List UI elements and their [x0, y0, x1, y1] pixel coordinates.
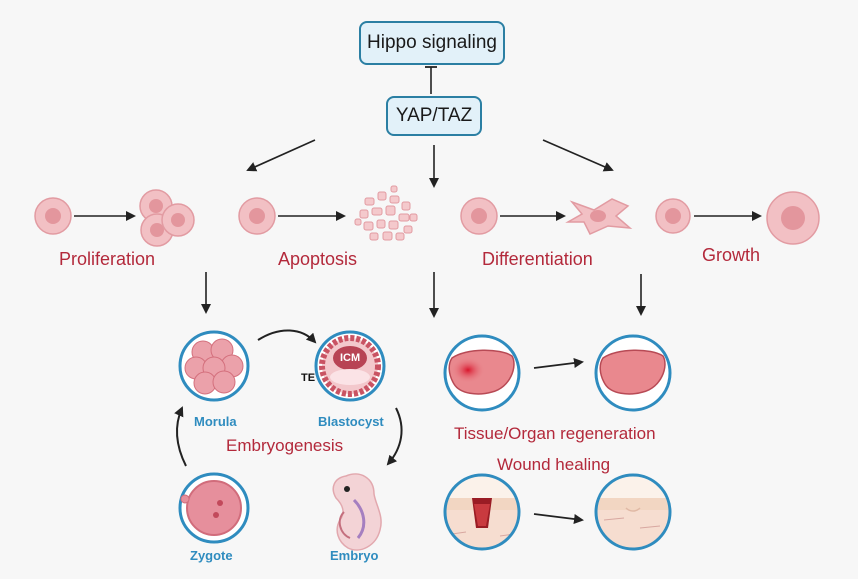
- blastocyst-icon: [314, 330, 386, 402]
- regenerated-liver-icon: [594, 334, 672, 412]
- icm-label: ICM: [340, 352, 361, 364]
- embryogenesis-label: Embryogenesis: [226, 436, 344, 455]
- zygote-icon: [178, 472, 250, 544]
- growth-cell-icon: [655, 198, 691, 234]
- yaptaz-label: YAP/TAZ: [395, 105, 473, 126]
- differentiation-label: Differentiation: [482, 249, 593, 269]
- healed-skin-icon: [594, 473, 672, 551]
- arrow-wound-healing: [533, 513, 584, 524]
- grown-cell-icon: [766, 191, 820, 245]
- zygote-label: Zygote: [190, 548, 233, 563]
- arrow-to-proliferation: [246, 139, 316, 172]
- arrow-to-differentiation: [542, 139, 614, 172]
- te-label: TE: [301, 372, 316, 384]
- morula-label: Morula: [194, 414, 237, 429]
- morula-icon: [178, 330, 250, 402]
- wound-healing-label: Wound healing: [497, 455, 611, 474]
- dividing-cells-icon: [139, 189, 195, 247]
- arrow-morula-to-blastocyst: [257, 329, 317, 344]
- differentiated-cell-icon: [565, 198, 633, 235]
- growth-label: Growth: [702, 245, 761, 265]
- inhibition-link: [425, 66, 437, 94]
- tissue-regeneration-label: Tissue/Organ regeneration: [454, 424, 656, 443]
- apoptosis-label: Apoptosis: [278, 249, 358, 269]
- apoptosis-cell-icon: [238, 197, 276, 235]
- differentiation-cell-icon: [460, 197, 498, 235]
- proliferation-cell-icon: [34, 197, 72, 235]
- injured-liver-icon: [443, 334, 521, 412]
- proliferation-label: Proliferation: [59, 249, 156, 269]
- apoptotic-bodies-icon: [354, 185, 418, 241]
- arrow-liver-regeneration: [533, 358, 584, 369]
- hippo-signaling-label: Hippo signaling: [367, 32, 497, 53]
- embryo-icon: [332, 473, 382, 551]
- blastocyst-label: Blastocyst: [318, 414, 384, 429]
- yaptaz-box: YAP/TAZ: [386, 96, 482, 136]
- hippo-signaling-box: Hippo signaling: [359, 21, 505, 65]
- arrow-blastocyst-to-embryo: [386, 407, 403, 466]
- embryo-label: Embryo: [330, 548, 379, 563]
- wound-icon: [443, 473, 521, 551]
- arrow-zygote-to-morula: [174, 406, 187, 467]
